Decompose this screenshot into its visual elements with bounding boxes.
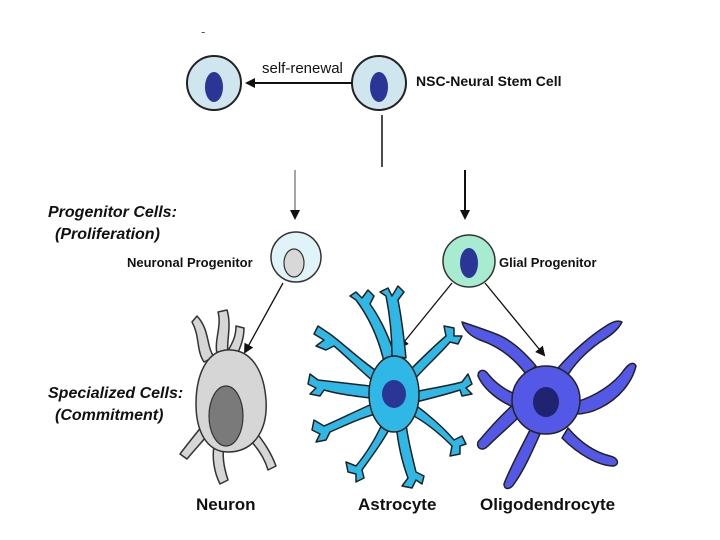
neuron-nucleus <box>208 385 244 447</box>
neuron-cell <box>179 309 277 485</box>
glial-progenitor-label: Glial Progenitor <box>499 255 597 270</box>
self-renewed-cell-nucleus <box>205 72 223 102</box>
glial-progenitor-nucleus <box>460 248 478 278</box>
nsc-label: NSC-Neural Stem Cell <box>416 73 562 89</box>
astrocyte-process <box>311 403 377 443</box>
oligodendrocyte-nucleus <box>533 387 559 417</box>
astrocyte-process <box>413 373 473 403</box>
astrocyte-label: Astrocyte <box>358 495 437 514</box>
astrocyte-process <box>409 403 467 457</box>
neuronal-progenitor-nucleus <box>283 248 305 278</box>
specialized-subheading: (Commitment) <box>55 407 164 424</box>
astrocyte-process <box>409 325 463 381</box>
astrocyte-process <box>349 289 397 363</box>
oligodendrocyte-process <box>477 369 521 409</box>
astrocyte-cell <box>307 285 473 489</box>
neuron-label: Neuron <box>196 495 256 514</box>
astrocyte-process <box>345 419 393 483</box>
astrocyte-nucleus <box>382 380 406 408</box>
neuron-dendrite <box>212 445 229 485</box>
oligodendrocyte-process <box>557 320 623 379</box>
astrocyte-process <box>379 285 407 359</box>
neuron-dendrite <box>191 315 215 363</box>
astrocyte-process <box>307 373 371 399</box>
oligodendrocyte-process <box>461 321 537 375</box>
progenitor-heading: Progenitor Cells: <box>48 204 177 221</box>
oligodendrocyte-process <box>503 429 541 490</box>
progenitor-subheading: (Proliferation) <box>55 226 160 243</box>
stem-cell-nucleus <box>370 72 388 102</box>
glial-progenitor-cell <box>442 234 496 288</box>
astrocyte-process <box>395 423 425 489</box>
specialized-heading: Specialized Cells: <box>48 385 184 402</box>
astrocyte-process <box>313 325 379 383</box>
self-renewed-stem-cell <box>186 55 242 111</box>
oligodendrocyte-process <box>561 427 619 467</box>
arrow-to-oligodendrocyte <box>484 282 546 357</box>
corner-mark: - <box>201 24 206 39</box>
oligodendrocyte-process <box>476 403 523 450</box>
neural-stem-cell <box>351 55 407 111</box>
arrow-to-neuron <box>244 282 284 354</box>
oligodendrocyte-cell <box>461 320 637 490</box>
neuron-dendrite <box>215 309 230 355</box>
oligodendrocyte-label: Oligodendrocyte <box>480 495 616 514</box>
arrow-to-astrocyte <box>398 282 453 349</box>
neuronal-progenitor-cell <box>270 231 322 283</box>
self-renewal-label: self-renewal <box>262 60 343 77</box>
oligodendrocyte-process <box>575 362 637 415</box>
neuronal-progenitor-label: Neuronal Progenitor <box>127 255 253 270</box>
